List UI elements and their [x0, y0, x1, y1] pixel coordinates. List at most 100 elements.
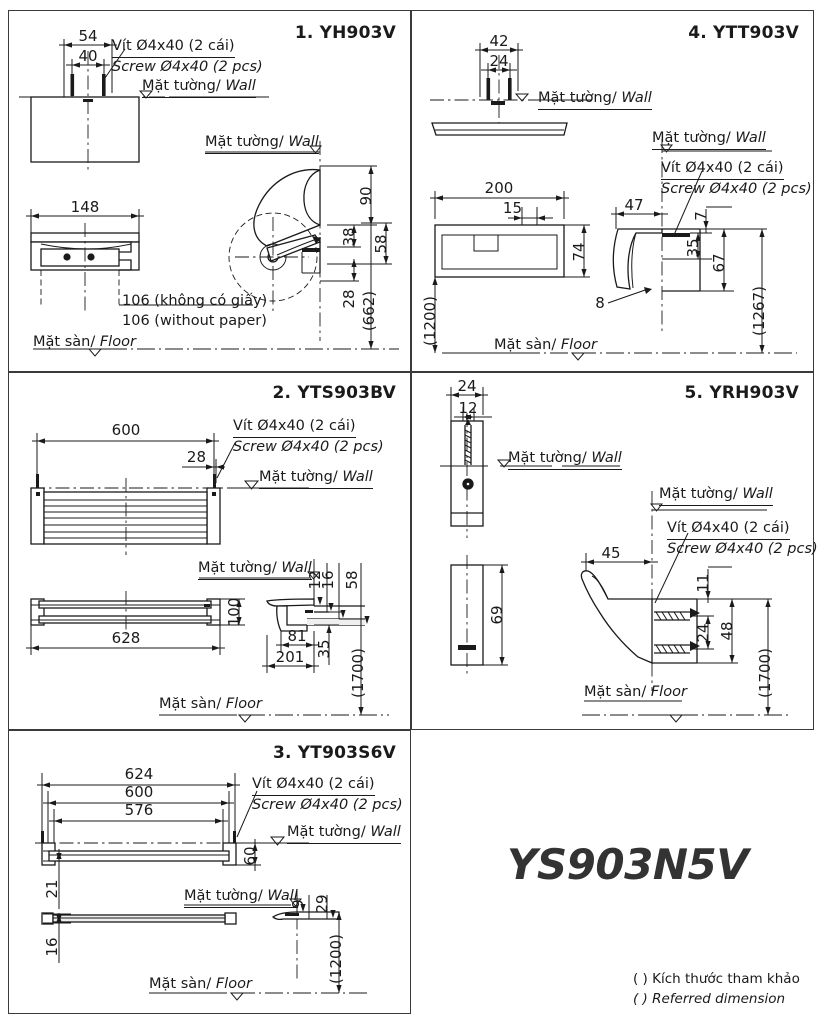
wall-label-5b: Mặt tường/ Wall — [659, 485, 773, 506]
panel-yt903s6v: 3. YT903S6V — [8, 730, 411, 1014]
wall-label-1a: Mặt tường/ Wall — [142, 77, 256, 98]
panel-title-3: 3. YT903S6V — [272, 743, 396, 763]
screw-note-4: Vít Ø4x40 (2 cái) Screw Ø4x40 (2 pcs) — [661, 159, 812, 199]
screw-note-vi: Vít Ø4x40 (2 cái) — [233, 417, 356, 438]
floor-label-4: Mặt sàn/ Floor — [494, 337, 597, 353]
floor-label-1: Mặt sàn/ Floor — [33, 334, 136, 350]
panel-yh903v: 1. YH903V — [8, 10, 411, 372]
screw-note-5: Vít Ø4x40 (2 cái) Screw Ø4x40 (2 pcs) — [667, 519, 818, 559]
screw-note-3: Vít Ø4x40 (2 cái) Screw Ø4x40 (2 pcs) — [252, 775, 403, 815]
dim-74: 74 — [570, 242, 588, 261]
dim-35: 35 — [315, 639, 333, 658]
dim-1700: (1700) — [756, 648, 774, 698]
screw-note-en: Screw Ø4x40 (2 pcs) — [661, 180, 812, 197]
screw-note-vi: Vít Ø4x40 (2 cái) — [667, 519, 790, 540]
dim-21: 21 — [43, 879, 61, 898]
screw-note-en: Screw Ø4x40 (2 pcs) — [252, 796, 403, 813]
dim-148: 148 — [71, 198, 100, 216]
panel-yrh903v: 5. YRH903V — [411, 372, 818, 730]
dim-7: 7 — [692, 211, 710, 221]
dim-100: 100 — [225, 598, 243, 627]
dim-28: 28 — [340, 289, 358, 308]
dim-200: 200 — [485, 179, 514, 197]
dim-600: 600 — [112, 421, 141, 439]
dim-24: 24 — [457, 377, 476, 395]
dim-67: 67 — [710, 253, 728, 272]
wall-label-2a: Mặt tường/ Wall — [259, 468, 373, 489]
dim-624: 624 — [125, 765, 154, 783]
dim-662: (662) — [360, 291, 378, 331]
dim-628: 628 — [112, 629, 141, 647]
screw-note-1: Vít Ø4x40 (2 cái) Screw Ø4x40 (2 pcs) — [112, 37, 263, 77]
dim-16: 16 — [319, 570, 337, 589]
floor-label-2: Mặt sàn/ Floor — [159, 696, 262, 712]
dim-8: 8 — [595, 294, 605, 312]
screw-note-vi: Vít Ø4x40 (2 cái) — [661, 159, 784, 180]
panel-ytt903v: 4. YTT903V — [411, 10, 814, 372]
dim-58: 58 — [343, 570, 361, 589]
dim-11: 11 — [694, 573, 712, 592]
dim-54: 54 — [78, 27, 97, 45]
wall-label-1b: Mặt tường/ Wall — [205, 133, 319, 154]
dim-69: 69 — [488, 605, 506, 624]
dim-40: 40 — [78, 47, 97, 65]
dim-1700: (1700) — [349, 648, 367, 698]
dim-42: 42 — [489, 32, 508, 50]
drawing-ytt903v: 42 24 200 15 74 (1200) 47 7 35 67 8 (126… — [421, 32, 797, 361]
dim-48: 48 — [718, 621, 736, 640]
dim-1267: (1267) — [750, 286, 768, 336]
note-106-en: 106 (without paper) — [122, 312, 267, 329]
dim-90: 90 — [357, 186, 375, 205]
dim-12: 12 — [458, 399, 477, 417]
footnote-block: ( ) Kích thước tham khảo ( ) Referred di… — [633, 970, 800, 1009]
wall-label-2b: Mặt tường/ Wall — [198, 559, 312, 580]
dim-1200: (1200) — [327, 934, 345, 984]
dim-16: 16 — [43, 937, 61, 956]
note-106-vi: 106 (không có giấy) — [122, 293, 268, 309]
wall-label-4a: Mặt tường/ Wall — [538, 89, 652, 110]
dim-47: 47 — [624, 196, 643, 214]
dim-29: 29 — [313, 894, 331, 913]
wall-label-5a: Mặt tường/ Wall — [508, 449, 622, 470]
panel-title-1: 1. YH903V — [294, 23, 396, 43]
dim-600: 600 — [125, 783, 154, 801]
drawing-yts903bv: 600 28 100 628 12 16 58 81 35 201 (1700) — [26, 421, 389, 723]
dim-201: 201 — [276, 648, 305, 666]
screw-note-vi: Vít Ø4x40 (2 cái) — [112, 37, 235, 58]
panel-yts903bv: 2. YTS903BV — [8, 372, 411, 730]
panel-title-2: 2. YTS903BV — [272, 383, 396, 403]
screw-note-vi: Vít Ø4x40 (2 cái) — [252, 775, 375, 796]
dim-58: 58 — [372, 234, 390, 253]
dim-9: 9 — [289, 899, 307, 909]
floor-label-5: Mặt sàn/ Floor — [584, 684, 687, 700]
dim-24: 24 — [489, 52, 508, 70]
panel-title-5: 5. YRH903V — [684, 383, 799, 403]
dim-28: 28 — [187, 448, 206, 466]
dim-15: 15 — [503, 199, 522, 217]
screw-note-2: Vít Ø4x40 (2 cái) Screw Ø4x40 (2 pcs) — [233, 417, 384, 457]
dim-35: 35 — [684, 238, 702, 257]
dim-60: 60 — [241, 846, 259, 865]
screw-note-en: Screw Ø4x40 (2 pcs) — [233, 438, 384, 455]
dim-38: 38 — [340, 227, 358, 246]
panel-title-4: 4. YTT903V — [688, 23, 799, 43]
wall-label-3b: Mặt tường/ Wall — [184, 887, 298, 908]
wall-label-4b: Mặt tường/ Wall — [652, 129, 766, 150]
drawing-yrh903v: 24 12 69 45 11 24 48 (1700) — [440, 377, 790, 723]
product-code: YS903N5V — [507, 840, 749, 889]
wall-label-3a: Mặt tường/ Wall — [287, 823, 401, 844]
dim-576: 576 — [125, 801, 154, 819]
dim-1200: (1200) — [421, 296, 439, 346]
dim-12: 12 — [306, 570, 324, 589]
dim-45: 45 — [601, 544, 620, 562]
floor-label-3: Mặt sàn/ Floor — [149, 976, 252, 992]
drawing-yt903s6v: 624 600 576 60 21 16 9 29 (1200) — [35, 765, 369, 1001]
dim-24b: 24 — [694, 623, 712, 642]
screw-note-en: Screw Ø4x40 (2 pcs) — [667, 540, 818, 557]
paper-note-1: 106 (không có giấy) 106 (without paper) — [122, 292, 267, 331]
dim-81: 81 — [287, 627, 306, 645]
screw-note-en: Screw Ø4x40 (2 pcs) — [112, 58, 263, 75]
footnote-en: ( ) Referred dimension — [633, 990, 786, 1007]
panel-product-code: YS903N5V ( ) Kích thước tham khảo ( ) Re… — [411, 730, 814, 1014]
